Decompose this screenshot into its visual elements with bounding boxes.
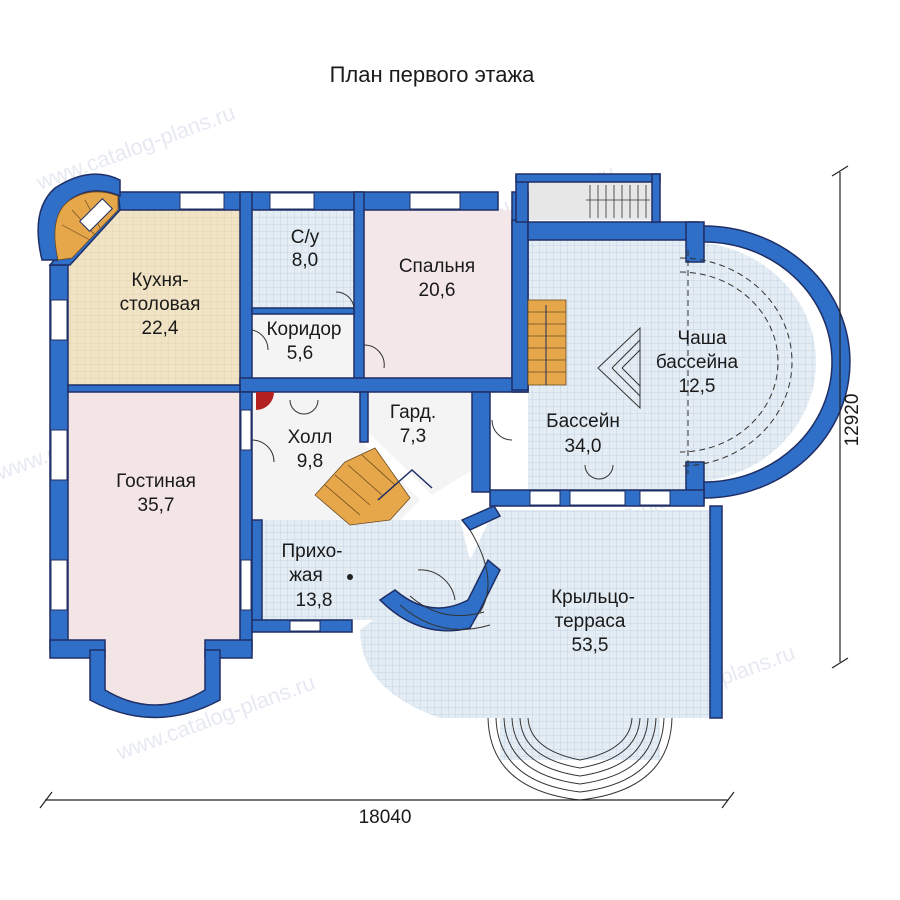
storage-floor bbox=[528, 178, 658, 220]
bedroom-area: 20,6 bbox=[419, 280, 456, 301]
bedroom-floor bbox=[364, 210, 514, 378]
pool-bowl-steps bbox=[597, 326, 641, 410]
storage-stair bbox=[586, 185, 650, 218]
plan-title: План первого этажа bbox=[330, 62, 536, 87]
corridor-floor bbox=[252, 312, 362, 382]
entrance-label: Прихо- bbox=[281, 541, 342, 562]
living-label: Гостиная bbox=[116, 471, 196, 492]
porch-steps bbox=[487, 717, 673, 801]
pool-bowl-label-line2: бассейна bbox=[656, 352, 739, 373]
wardrobe-label: Гард. bbox=[390, 402, 436, 423]
wc-label: С/у bbox=[291, 227, 320, 248]
room-labels: Кухня- столовая 22,4 С/у 8,0 Спальня 20,… bbox=[116, 227, 738, 656]
bedroom-label: Спальня bbox=[399, 256, 475, 277]
pool-bowl-label: Чаша bbox=[677, 328, 726, 349]
kitchen-label: Кухня- bbox=[131, 270, 188, 291]
corridor-label: Коридор bbox=[266, 319, 341, 340]
pool-bowl-outline bbox=[679, 250, 793, 474]
height-dimension-label: 12920 bbox=[842, 394, 863, 447]
floors bbox=[68, 178, 816, 760]
porch-label-line2: терраса bbox=[555, 611, 626, 632]
width-dimension-label: 18040 bbox=[359, 807, 412, 828]
entrance-area: 13,8 bbox=[296, 590, 333, 611]
pool-staircase bbox=[527, 299, 567, 386]
door-swings bbox=[251, 291, 614, 601]
dimension-width bbox=[39, 791, 735, 809]
watermark-text: www.catalog-plans.ru bbox=[32, 100, 238, 195]
porch-floor bbox=[360, 510, 710, 760]
hall-label: Холл bbox=[288, 427, 333, 448]
porch-area: 53,5 bbox=[572, 635, 609, 656]
pool-room-area: 34,0 bbox=[565, 436, 602, 457]
hall-area: 9,8 bbox=[297, 451, 323, 472]
porch-label: Крыльцо- bbox=[551, 587, 635, 608]
dimension-height bbox=[831, 165, 849, 669]
entrance-label-line2: жая bbox=[289, 565, 323, 586]
wc-floor bbox=[252, 210, 354, 310]
entrance-floor bbox=[262, 520, 470, 620]
pool-bowl-floor bbox=[688, 242, 816, 482]
wc-area: 8,0 bbox=[292, 250, 318, 271]
fireplace bbox=[256, 392, 274, 410]
pool-room-label: Бассейн bbox=[546, 411, 620, 432]
living-floor bbox=[68, 392, 240, 650]
pool-bowl-area: 12,5 bbox=[679, 376, 716, 397]
wardrobe-area: 7,3 bbox=[400, 426, 426, 447]
living-area: 35,7 bbox=[138, 495, 175, 516]
entrance-marker bbox=[347, 574, 353, 580]
corridor-area: 5,6 bbox=[287, 343, 313, 364]
hall-staircase bbox=[314, 447, 433, 526]
kitchen-area: 22,4 bbox=[142, 318, 179, 339]
kitchen-floor bbox=[68, 210, 240, 385]
wardrobe-floor bbox=[366, 392, 472, 495]
windows bbox=[50, 192, 671, 632]
living-bay-floor bbox=[105, 650, 205, 705]
entrance-ring-stair bbox=[399, 529, 491, 630]
kitchen-label-line2: столовая bbox=[120, 294, 201, 315]
